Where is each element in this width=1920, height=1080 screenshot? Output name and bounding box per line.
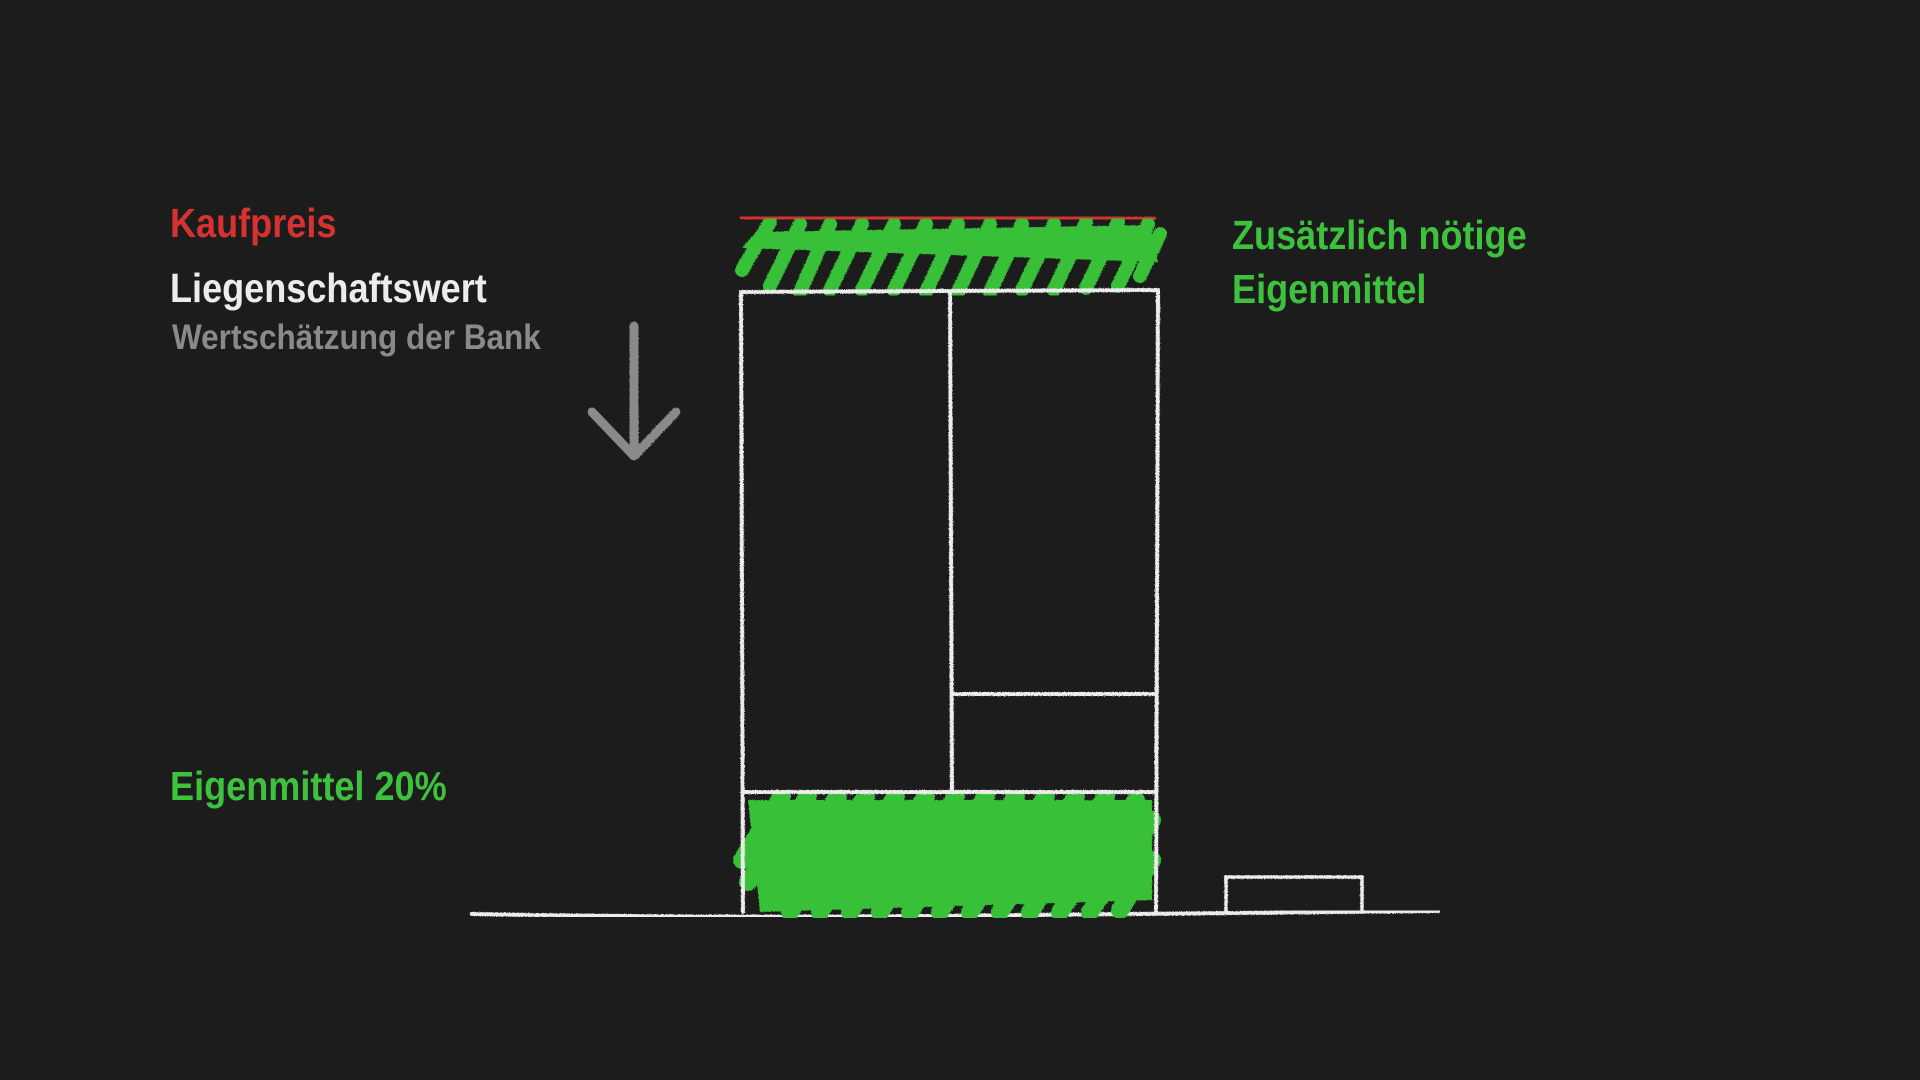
label-eigenmittel: Eigenmittel 20% <box>170 763 447 809</box>
small-box <box>1224 875 1364 912</box>
label-zusaetzlich-line1: Zusätzlich nötige <box>1232 212 1527 258</box>
building-outline <box>738 287 1161 914</box>
arrow-down-icon <box>587 321 681 461</box>
label-zusaetzliche-eigenmittel: Zusätzlich nötige Eigenmittel <box>1232 208 1527 316</box>
label-zusaetzlich-line2: Eigenmittel <box>1232 266 1427 312</box>
ground-line <box>470 909 1440 919</box>
additional-equity-hatch <box>735 215 1167 299</box>
label-kaufpreis: Kaufpreis <box>170 200 337 246</box>
equity-hatch <box>733 787 1161 921</box>
label-wertschaetzung: Wertschätzung der Bank <box>172 318 541 357</box>
label-liegenschaftswert: Liegenschaftswert <box>170 265 487 311</box>
